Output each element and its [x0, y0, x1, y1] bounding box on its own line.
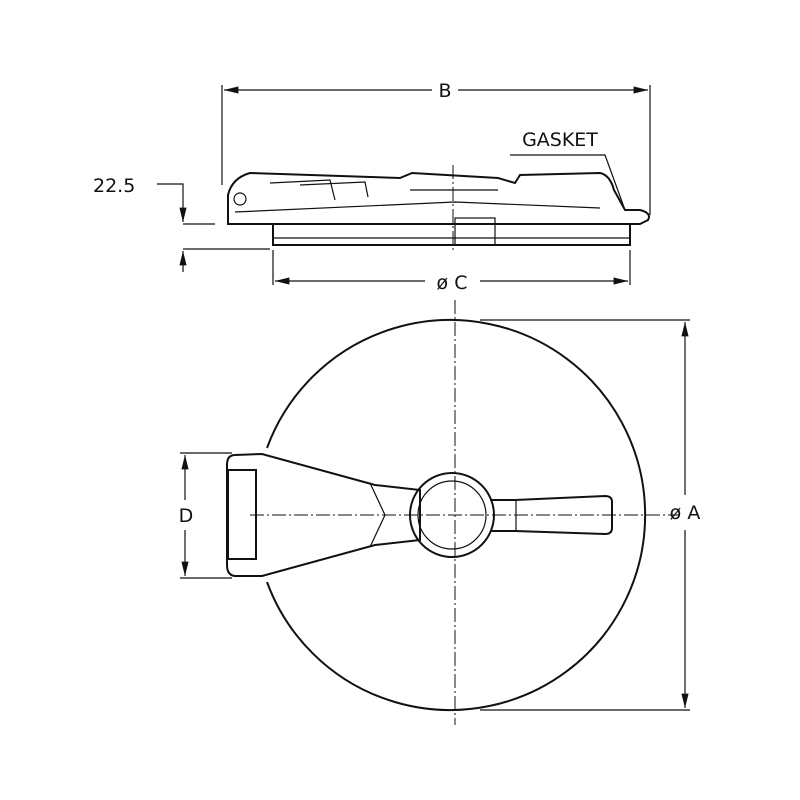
dimension-b-label: B: [438, 80, 451, 102]
lid-inner-line: [234, 201, 601, 213]
arm-notch: [369, 482, 386, 548]
base-ring: [272, 224, 631, 246]
side-view: B GASKET 22.5 ø C: [93, 80, 651, 294]
lid-profile: [227, 171, 650, 225]
dimension-d-label: D: [179, 505, 194, 527]
gasket-leader: [510, 154, 626, 211]
hinge-pin: [233, 192, 247, 206]
gasket-label: GASKET: [522, 129, 598, 151]
height-dimension-label: 22.5: [93, 175, 135, 197]
top-view: ø A D: [179, 300, 701, 725]
height-leader-top: [157, 183, 187, 222]
latch-block: [454, 217, 496, 246]
hinge-arm: [226, 452, 421, 577]
lid-ribs: [269, 179, 498, 201]
dimension-a-label: ø A: [670, 502, 701, 524]
lid-outline-circle: [266, 319, 647, 711]
center-hub-inner: [417, 480, 487, 550]
center-hub-outer: [409, 472, 495, 558]
hinge-block: [227, 469, 257, 560]
dimension-c-label: ø C: [437, 272, 468, 294]
handle-grip: [490, 494, 613, 536]
